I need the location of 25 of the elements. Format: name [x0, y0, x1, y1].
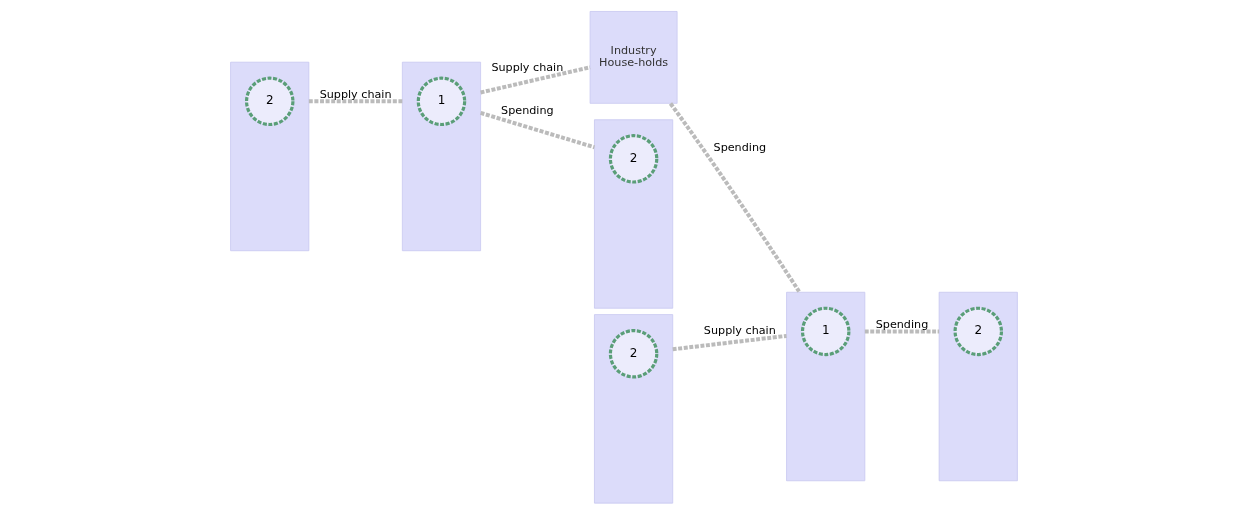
cluster — [401, 61, 481, 252]
node-circle: 2 — [953, 306, 1004, 357]
node-circle: 2 — [608, 134, 659, 184]
cluster — [230, 61, 310, 252]
connector — [308, 99, 403, 104]
node-circle: 2 — [608, 329, 659, 379]
connector — [480, 111, 595, 150]
connector — [672, 333, 787, 352]
connector — [480, 65, 591, 95]
connector — [668, 102, 802, 294]
edge-label: Supply chain — [319, 88, 392, 102]
cluster — [786, 291, 866, 482]
node-circle: 1 — [800, 306, 851, 357]
edge-label: Supply chain — [703, 323, 776, 337]
cluster — [594, 314, 674, 504]
edge-label: Spending — [713, 141, 767, 155]
node-circle: 1 — [416, 76, 467, 127]
edge-label: Spending — [875, 318, 929, 332]
connector — [864, 329, 940, 334]
cluster — [594, 119, 674, 309]
cluster — [938, 291, 1018, 482]
node-box: Industry House-holds — [589, 11, 678, 104]
edge-label: Spending — [501, 104, 554, 118]
node-circle: 2 — [244, 76, 295, 127]
edge-label: Supply chain — [491, 61, 564, 75]
